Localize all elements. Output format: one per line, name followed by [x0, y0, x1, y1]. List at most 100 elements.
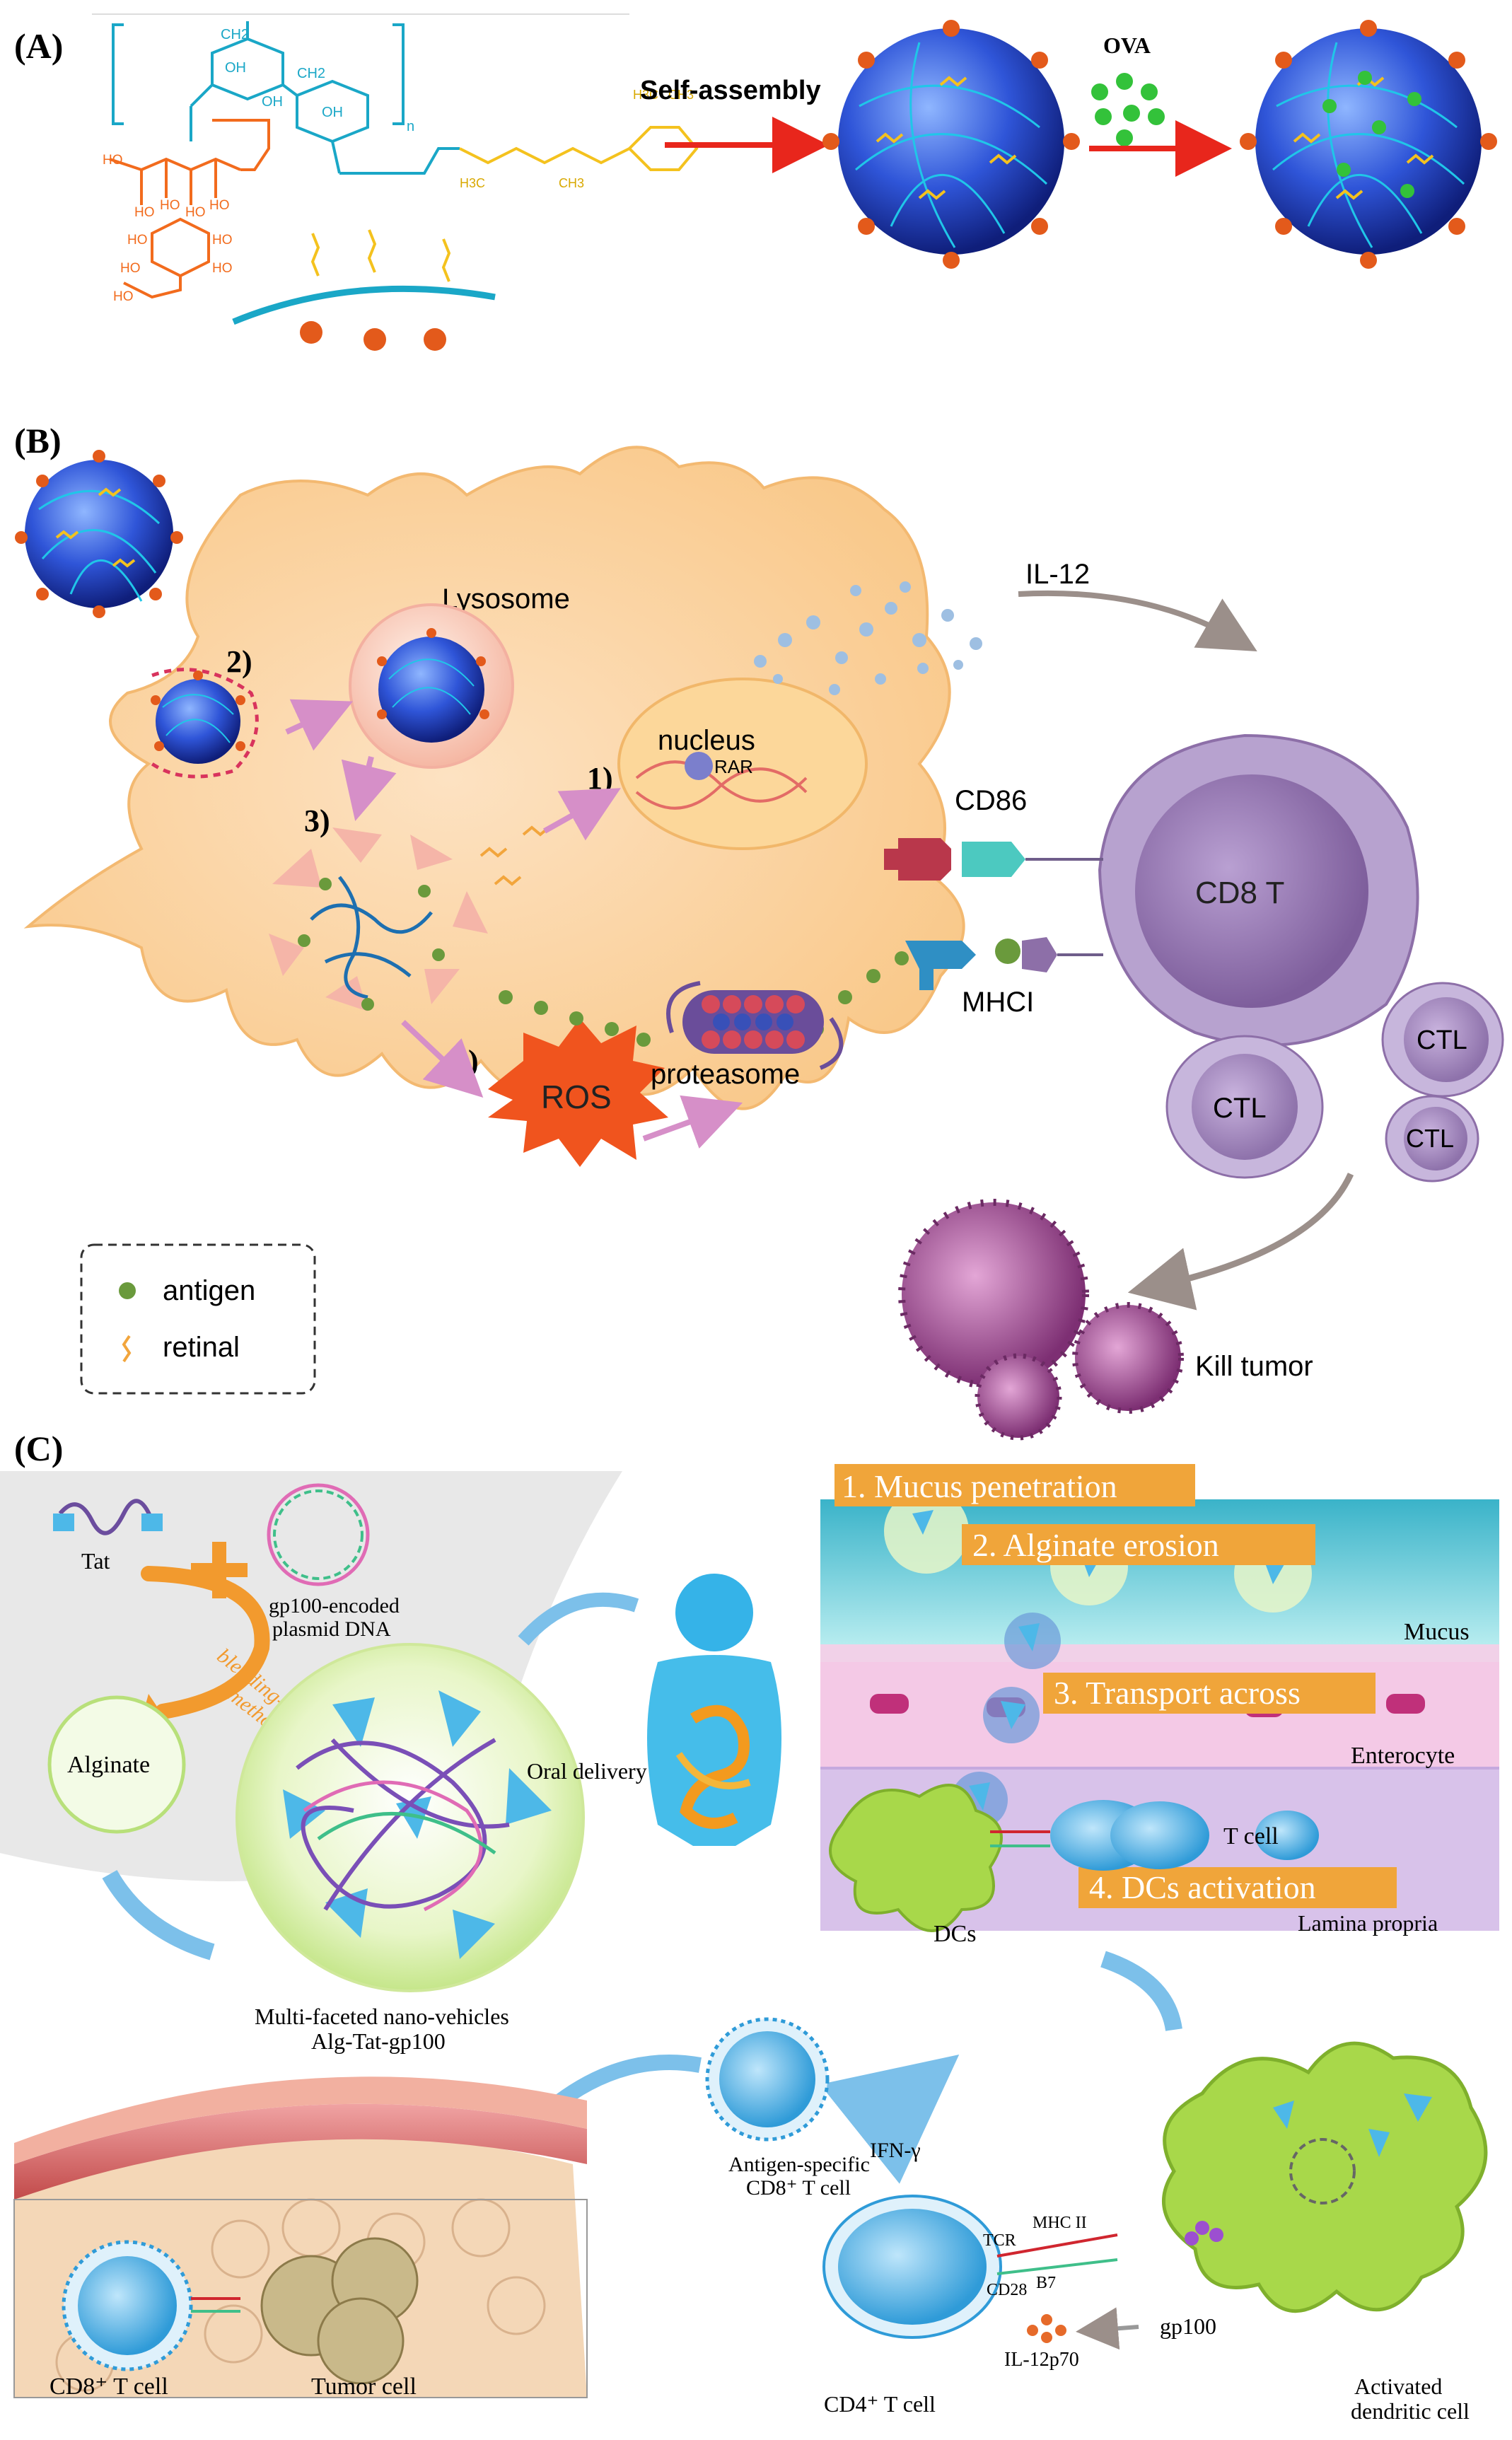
legend-antigen-swatch	[119, 1282, 136, 1299]
step-4-box	[1078, 1867, 1397, 1908]
tumor-cell-label: Tumor cell	[311, 2374, 417, 2400]
chem-ch3-b: CH3	[559, 176, 584, 190]
ova-label: OVA	[1103, 33, 1151, 58]
activated-label-2: dendritic cell	[1351, 2398, 1470, 2424]
activated-dendritic-cell	[1162, 2041, 1488, 2313]
ova-beads	[1091, 73, 1165, 146]
il12-arrow	[1018, 590, 1257, 651]
nanoparticle-outside	[15, 450, 183, 618]
chem-n-subscript: n	[407, 119, 414, 134]
panel-a-label: (A)	[14, 26, 63, 66]
il12-label: IL-12	[1025, 559, 1090, 590]
antigen-cd8-label-2: CD8⁺ T cell	[746, 2176, 851, 2200]
chem-ho-9: HO	[113, 289, 134, 304]
arrow-to-nucleus	[543, 788, 621, 841]
cd4-t-cell	[822, 2195, 1002, 2339]
human-figure	[647, 1574, 781, 1846]
lysosome-label: Lysosome	[442, 583, 570, 615]
chem-ho-8: HO	[120, 261, 141, 276]
mhci-label: MHCI	[962, 987, 1034, 1018]
panel-a: (A) CH2 CH2 OH OH OH n HO	[14, 13, 1497, 351]
cd4-to-cd8-arrow	[820, 2054, 960, 2184]
tumor-cells	[898, 1199, 1184, 1441]
chem-ho-5: HO	[127, 233, 148, 248]
tcr-label: TCR	[983, 2231, 1016, 2250]
tat-label: Tat	[81, 1548, 110, 1574]
chem-ho-3: HO	[185, 205, 206, 220]
to-activated-dc-arrow	[1100, 1951, 1182, 2032]
mhci-receptor	[905, 937, 1103, 990]
blend-arrow	[141, 1566, 270, 1719]
panel-b-legend: antigen retinal	[80, 1243, 316, 1395]
cd4-label: CD4⁺ T cell	[824, 2391, 936, 2417]
chem-h3c-a: H3C	[460, 176, 485, 190]
nucleus	[617, 678, 868, 850]
legend-antigen: antigen	[163, 1275, 255, 1306]
cd8-bottom-label: CD8⁺ T cell	[50, 2374, 168, 2400]
chem-ch3-top: CH3	[668, 88, 694, 102]
cd86-receptor	[884, 838, 1103, 881]
ctl-cell-1	[1165, 1035, 1324, 1179]
step-2-box	[962, 1524, 1315, 1565]
plasmid-dna	[267, 1483, 370, 1586]
ctl-label-3: CTL	[1406, 1124, 1454, 1153]
ctl-cell-3	[1385, 1095, 1479, 1183]
oral-delivery-arrow	[518, 1592, 639, 1646]
gp100-label: gp100	[1160, 2313, 1216, 2339]
legend-retinal: retinal	[163, 1332, 240, 1363]
chem-ch2-2: CH2	[297, 66, 325, 81]
ctl-label-1: CTL	[1213, 1093, 1267, 1124]
il12p70-particles	[1027, 2314, 1066, 2343]
self-assembly-label: Self-assembly	[640, 76, 821, 105]
plasmid-label-2: plasmid DNA	[272, 1617, 391, 1641]
tat-peptide	[53, 1499, 163, 1535]
panel-b: (B) 2) Lysosome	[14, 421, 1504, 1441]
tumor-tissue	[13, 2076, 588, 2398]
arrow-lysosome-down	[341, 756, 397, 822]
nano-title-1: Multi-faceted nano-vehicles	[255, 2004, 509, 2029]
step-4-text: 4. DCs activation	[1089, 1869, 1316, 1905]
cd8t-label: CD8 T	[1195, 876, 1284, 910]
step-1-text: 1. Mucus penetration	[842, 1468, 1117, 1504]
chem-oh-2: OH	[262, 94, 283, 110]
step-3-box	[1043, 1673, 1376, 1714]
cd28-label: CD28	[987, 2281, 1027, 2299]
step-2-text: 2. Alginate erosion	[972, 1527, 1219, 1563]
chem-ch2-1: CH2	[221, 27, 249, 42]
legend-retinal-swatch	[122, 1335, 132, 1363]
chem-ho-6: HO	[212, 233, 233, 248]
ifn-label: IFN-γ	[870, 2139, 921, 2162]
dendritic-cell-body	[23, 446, 965, 1110]
panel-c-label: (C)	[14, 1429, 63, 1468]
alginate-sphere	[47, 1695, 186, 1834]
b7-label: B7	[1036, 2274, 1056, 2292]
panel-b-label: (B)	[14, 421, 62, 460]
t-cells-lamina	[1050, 1800, 1319, 1871]
ctl-label-2: CTL	[1417, 1026, 1467, 1055]
il12p70-label: IL-12p70	[1004, 2349, 1079, 2371]
cd8-t-cell	[1098, 733, 1419, 1047]
plus-sign	[191, 1542, 248, 1598]
antigen-path	[499, 951, 909, 1047]
cd86-label: CD86	[955, 785, 1027, 816]
nano-vehicle	[235, 1643, 585, 1992]
arrow-to-proteasome	[642, 1095, 743, 1149]
nanoparticle-loaded	[1240, 20, 1497, 269]
antigen-specific-cd8	[705, 2017, 830, 2142]
mhc2-label: MHC II	[1033, 2214, 1087, 2232]
chem-ho-2: HO	[160, 198, 180, 213]
proteasome	[666, 981, 844, 1070]
step-3-label: 3)	[304, 803, 330, 838]
lamina-label: Lamina propria	[1298, 1910, 1438, 1936]
chem-ho-4: HO	[209, 198, 230, 213]
step-1-box	[834, 1464, 1195, 1506]
nanoparticle-1	[822, 20, 1080, 269]
dcs-label: DCs	[934, 1921, 976, 1947]
kill-tumor-label: Kill tumor	[1195, 1351, 1313, 1382]
antigen-cd8-label-1: Antigen-specific	[728, 2153, 870, 2176]
step-1-label: 1)	[587, 761, 613, 796]
enterocyte-label: Enterocyte	[1351, 1743, 1455, 1769]
oral-delivery-label: Oral delivery	[527, 1758, 647, 1784]
chem-ho-0: HO	[103, 153, 123, 168]
